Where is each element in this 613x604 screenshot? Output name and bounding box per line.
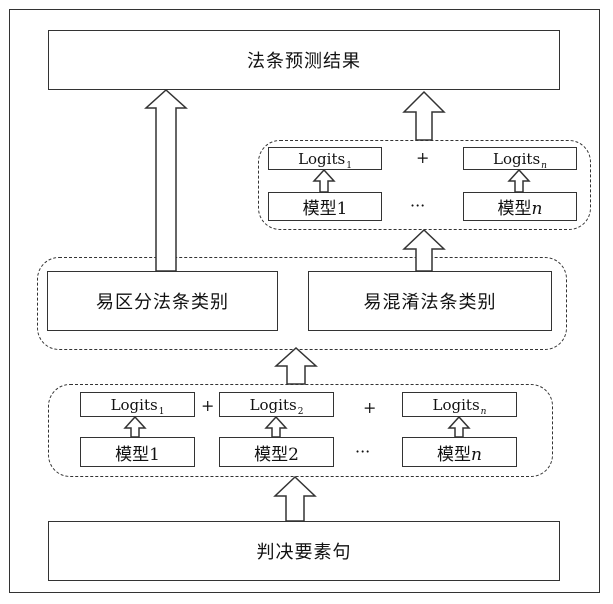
bottom-model-2-label: 模型2 (254, 444, 299, 465)
top-logits-1-box: Logits1 (268, 147, 382, 171)
bottom-logits-1-label: Logits1 (110, 395, 165, 417)
bottom-model-2-box: 模型2 (219, 437, 334, 467)
top-model-1-label: 模型1 (302, 199, 348, 219)
top-model-1-box: 模型1 (268, 192, 382, 221)
top-logits-n-label: Logitsn (493, 149, 547, 171)
bottom-logits-2-label: Logits2 (249, 395, 304, 417)
diagram-frame (9, 9, 600, 593)
top-plus-sign: + (416, 148, 430, 167)
arrow-confusable-to-top-ensemble (402, 228, 446, 272)
result-box: 法条预测结果 (48, 30, 560, 90)
top-logits-n-box: Logitsn (463, 147, 577, 171)
bottom-ellipsis: ··· (355, 442, 371, 461)
top-logits-1-label: Logits1 (298, 149, 352, 171)
bottom-logits-n-box: Logitsn (402, 392, 517, 417)
input-label: 判决要素句 (256, 542, 352, 563)
arrow-top-ensemble-to-result (402, 90, 446, 141)
bottom-model-1-label: 模型1 (115, 444, 160, 465)
input-box: 判决要素句 (48, 521, 560, 581)
category-group (37, 257, 567, 350)
arrow-distinguishable-to-result (144, 88, 188, 272)
bottom-logits-n-label: Logitsn (432, 395, 487, 417)
arrow-input-to-bottom-ensemble (273, 475, 317, 522)
arrow-top-model1-to-logits1 (312, 168, 336, 193)
bottom-model-n-label: 模型n (437, 444, 482, 465)
arrow-top-modeln-to-logitsn (507, 168, 531, 193)
arrow-bottom-model1-to-logits1 (123, 415, 147, 438)
arrow-bottom-modeln-to-logitsn (447, 415, 471, 438)
top-model-n-box: 模型n (463, 192, 577, 221)
confusable-category-label: 易混淆法条类别 (363, 292, 497, 313)
result-label: 法条预测结果 (247, 51, 361, 72)
bottom-logits-1-box: Logits1 (80, 392, 195, 417)
bottom-logits-2-box: Logits2 (219, 392, 334, 417)
distinguishable-category-label: 易区分法条类别 (96, 292, 229, 313)
arrow-bottom-model2-to-logits2 (264, 415, 288, 438)
top-model-n-label: 模型n (497, 199, 543, 219)
arrow-bottom-ensemble-to-categories (274, 346, 318, 385)
bottom-plus-sign-2: + (363, 398, 377, 417)
bottom-plus-sign-1: + (201, 396, 215, 415)
top-ellipsis: ··· (410, 196, 426, 215)
